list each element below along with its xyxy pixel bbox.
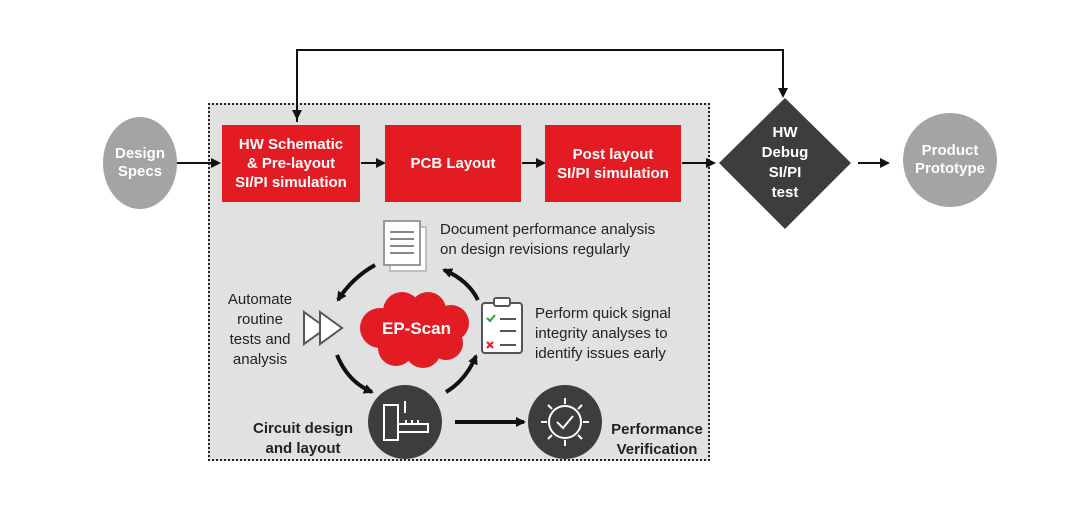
design-specs-node: Design Specs — [103, 117, 177, 209]
document-icon — [383, 220, 427, 272]
step-post-layout: Post layout SI/PI simulation — [545, 125, 681, 202]
product-prototype-label: Product Prototype — [914, 142, 985, 177]
checklist-icon — [481, 297, 523, 354]
gear-check-icon — [528, 385, 602, 459]
automate-note: Automate routine tests and analysis — [227, 291, 293, 368]
step-pcb-layout: PCB Layout — [385, 125, 521, 202]
performance-verification-label: Performance Verification — [611, 421, 703, 458]
step-pcb-layout-label: PCB Layout — [410, 155, 496, 172]
ep-scan-label: EP-Scan — [382, 319, 451, 338]
step-post-layout-label: Post layout SI/PI simulation — [557, 145, 669, 182]
quick-analysis-note: Perform quick signal integrity analyses … — [535, 305, 671, 362]
step-hw-schematic: HW Schematic & Pre-layout SI/PI simulati… — [222, 125, 360, 202]
circuit-design-label: Circuit design and layout — [252, 420, 353, 457]
debug-diamond — [719, 98, 851, 229]
document-note: Document performance analysis on design … — [440, 221, 656, 258]
fast-forward-icon — [303, 310, 344, 346]
design-specs-label: Design Specs — [114, 145, 165, 180]
caliper-ruler-icon — [368, 385, 442, 459]
product-prototype-node: Product Prototype — [903, 113, 997, 207]
debug-diamond-label: HW Debug SI/PI test — [761, 124, 809, 201]
feedback-loop-arrow — [296, 49, 788, 122]
cycle-arc-bottom-right — [444, 354, 478, 394]
cycle-arc-top-left — [336, 263, 376, 302]
step-hw-schematic-label: HW Schematic & Pre-layout SI/PI simulati… — [235, 136, 347, 191]
cycle-arc-bottom-left — [335, 354, 374, 394]
cycle-arc-top-right — [442, 268, 480, 301]
ep-scan-cloud — [360, 292, 469, 368]
